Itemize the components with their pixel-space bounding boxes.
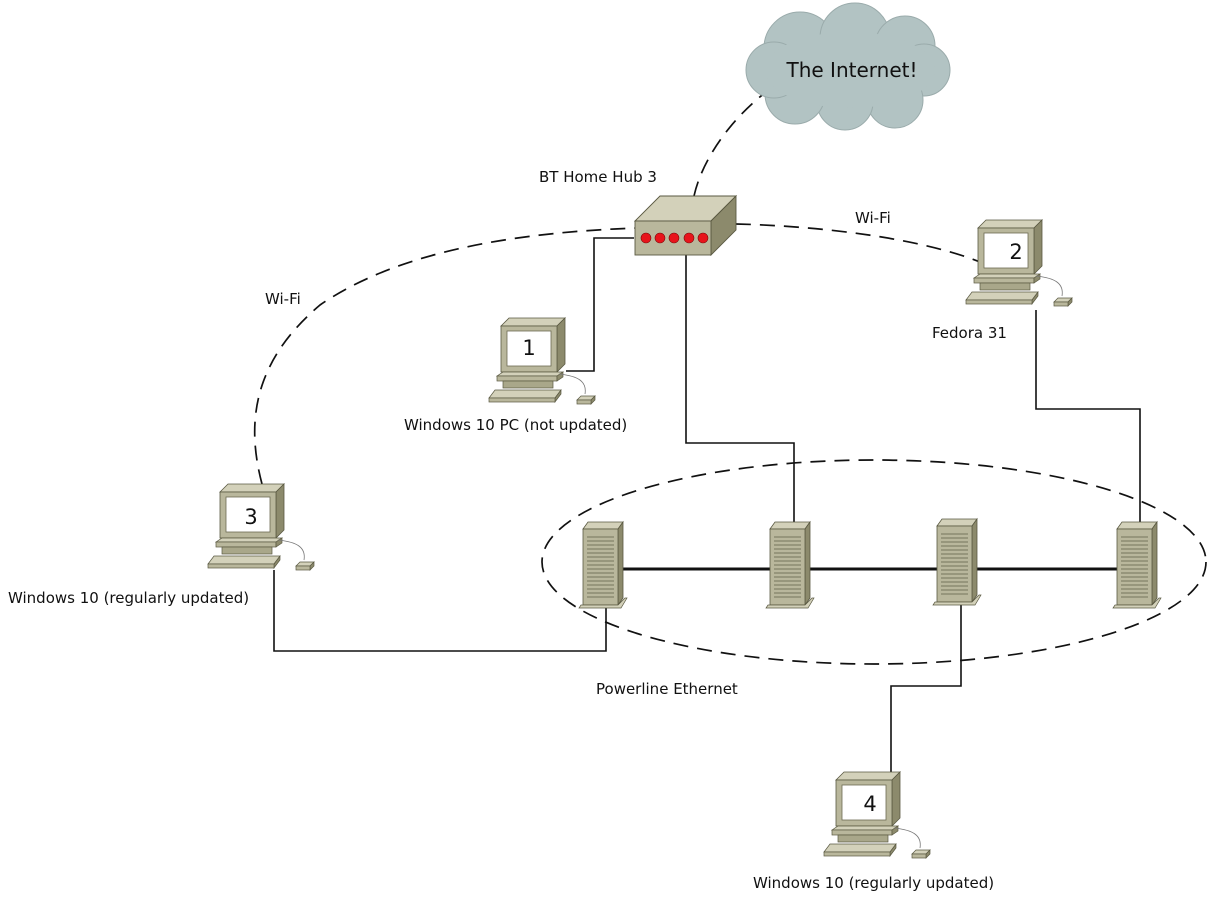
powerline-adapter-2 — [765, 521, 815, 609]
computer-label: Windows 10 (regularly updated) — [8, 589, 249, 607]
computer-1: 1 Windows 10 PC (not updated) — [404, 317, 627, 434]
powerline-adapter-4 — [1112, 521, 1162, 609]
internet-label: The Internet! — [786, 58, 918, 82]
wifi-label-right: Wi-Fi — [855, 209, 891, 227]
computer-number: 4 — [863, 792, 876, 816]
desktop-computer-icon — [823, 771, 931, 859]
computer-label: Windows 10 PC (not updated) — [404, 416, 627, 434]
desktop-computer-icon — [488, 317, 596, 405]
computer-number: 3 — [244, 505, 257, 529]
powerline-adapter-3 — [932, 518, 982, 606]
wire-pc3-powerline1 — [273, 570, 607, 652]
wifi-ellipse — [253, 223, 981, 485]
router-icon — [633, 194, 738, 257]
wire-router-pc1 — [566, 237, 634, 372]
router-label: BT Home Hub 3 — [539, 168, 657, 186]
computer-4: 4 Windows 10 (regularly updated) — [753, 771, 994, 892]
router-leds — [640, 232, 709, 244]
powerline-label: Powerline Ethernet — [596, 680, 738, 698]
cloud-icon — [745, 2, 951, 131]
powerline-ellipse — [541, 459, 1207, 665]
wire-powerline3-pc4 — [890, 600, 962, 773]
computer-label: Windows 10 (regularly updated) — [753, 874, 994, 892]
powerline-adapter-1 — [578, 521, 628, 609]
computer-number: 2 — [1009, 240, 1022, 264]
internet-link — [693, 91, 767, 197]
wifi-label-left: Wi-Fi — [265, 290, 301, 308]
computer-3: 3 Windows 10 (regularly updated) — [8, 483, 315, 607]
desktop-computer-icon — [207, 483, 315, 571]
computer-number: 1 — [522, 336, 535, 360]
wire-pc2-powerline4 — [1035, 310, 1141, 524]
computer-2: 2 Fedora 31 — [932, 219, 1073, 342]
wire-router-powerline2 — [685, 255, 795, 524]
computer-label: Fedora 31 — [932, 324, 1007, 342]
